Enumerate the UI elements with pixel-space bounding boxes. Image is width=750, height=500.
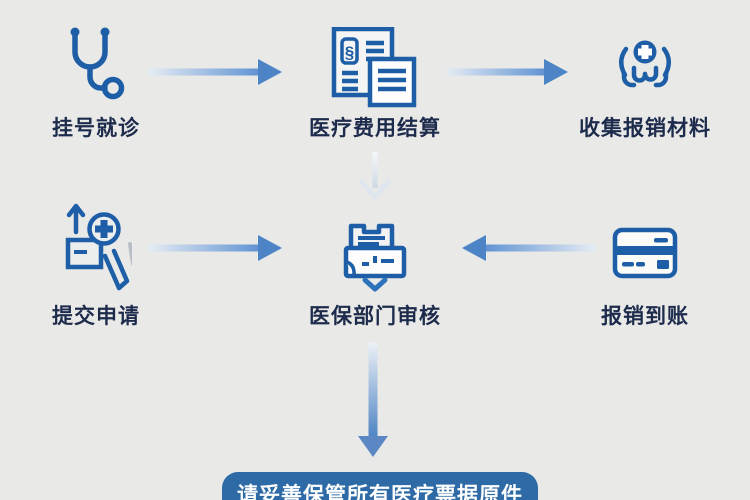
svg-text:§: § xyxy=(345,43,354,62)
stethoscope-icon xyxy=(58,24,130,108)
arrow-review-to-banner xyxy=(353,342,393,465)
bank-card-icon xyxy=(612,227,678,279)
step-label-collect: 收集报销材料 xyxy=(579,117,711,140)
step-label-review: 医保部门审核 xyxy=(309,305,441,328)
arrow-submit-to-review xyxy=(148,233,284,268)
arrow-settlement-to-collect xyxy=(446,57,570,92)
step-label-settlement: 医疗费用结算 xyxy=(309,117,441,140)
arrow-settlement-to-review xyxy=(357,152,393,209)
submit-application-icon xyxy=(62,202,132,294)
arrow-received-to-review xyxy=(460,233,596,268)
hands-medical-cross-icon xyxy=(611,38,679,96)
step-label-register: 挂号就诊 xyxy=(52,117,140,140)
invoice-documents-icon: § xyxy=(330,27,418,109)
notice-banner: 请妥善保管所有医疗票据原件 xyxy=(222,472,538,500)
notice-banner-text: 请妥善保管所有医疗票据原件 xyxy=(237,484,523,500)
arrow-register-to-settlement xyxy=(148,57,284,92)
document-folder-icon xyxy=(337,216,413,292)
step-label-received: 报销到账 xyxy=(601,305,689,328)
step-label-submit: 提交申请 xyxy=(52,305,140,328)
